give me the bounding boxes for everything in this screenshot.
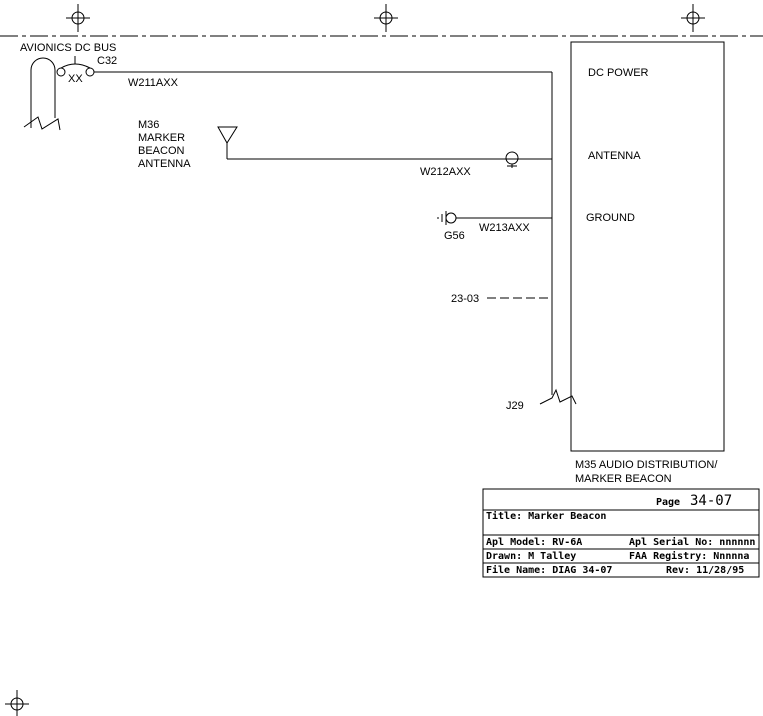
antenna-label-line-4: ANTENNA (138, 158, 191, 170)
registration-mark-bottom-left (5, 690, 29, 716)
bus-bar-symbol (23, 57, 61, 131)
reference-label: 23-03 (451, 293, 479, 305)
page-label: Page (656, 497, 680, 508)
diagram-title: Title: Marker Beacon (486, 510, 606, 522)
device-pin-ground: GROUND (586, 212, 635, 224)
registration-mark-top-center (374, 4, 398, 32)
connector-id: J29 (506, 400, 524, 412)
registration-mark-top-left (66, 4, 90, 32)
device-pin-dc-power: DC POWER (588, 67, 649, 79)
ground-id: G56 (444, 230, 465, 242)
file-name: File Name: DIAG 34-07 (486, 564, 612, 576)
ground-symbol (437, 211, 457, 225)
device-label-line-2: MARKER BEACON (575, 473, 672, 485)
antenna-symbol (217, 126, 238, 159)
breaker-id: C32 (97, 55, 117, 67)
power-wire-label: W211AXX (128, 77, 179, 89)
device-box (570, 41, 725, 452)
device-label-line-1: M35 AUDIO DISTRIBUTION/ (575, 459, 718, 471)
faa-registry: FAA Registry: Nnnnna (629, 550, 749, 562)
registration-mark-top-right (681, 4, 705, 32)
page-number: 34-07 (690, 493, 732, 509)
device-pin-antenna: ANTENNA (588, 150, 641, 162)
antenna-label-line-2: MARKER (138, 132, 185, 144)
aircraft-model: Apl Model: RV-6A (486, 537, 582, 548)
drawn-by: Drawn: M Talley (486, 551, 576, 562)
coax-connector-symbol (505, 151, 519, 168)
connector-symbol (539, 72, 577, 405)
antenna-label-line-3: BEACON (138, 145, 185, 157)
ground-wire-label: W213AXX (479, 222, 530, 234)
revision-date: Rev: 11/28/95 (666, 565, 744, 576)
title-block (482, 488, 760, 578)
bus-label: AVIONICS DC BUS (20, 42, 116, 54)
antenna-label-line-1: M36 (138, 119, 159, 131)
breaker-rating: XX (68, 73, 83, 85)
aircraft-serial: Apl Serial No: nnnnnn (629, 536, 755, 548)
antenna-wire-label: W212AXX (420, 166, 471, 178)
